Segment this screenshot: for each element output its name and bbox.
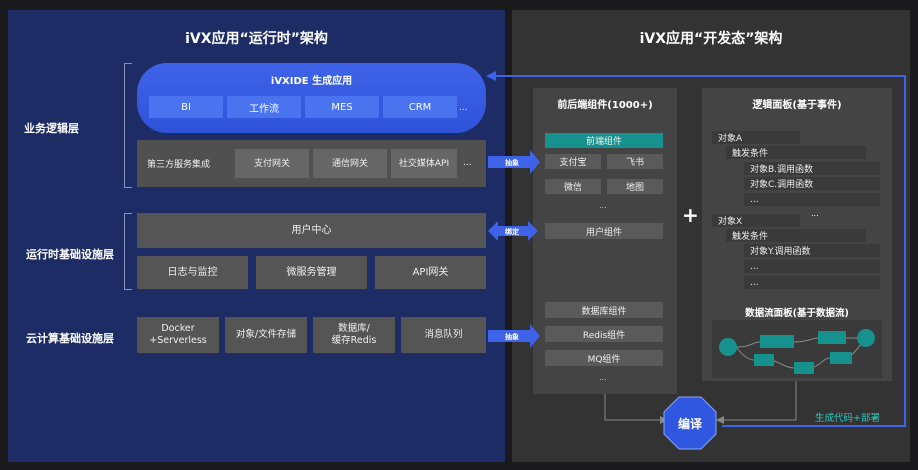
plus-sign: + bbox=[682, 203, 699, 227]
bind-arrow bbox=[488, 221, 538, 241]
components-ellipsis: ... bbox=[599, 201, 607, 210]
logic-row-ellipsis-3: ... bbox=[744, 260, 880, 273]
bracket-business bbox=[124, 63, 132, 188]
dataflow-node-2 bbox=[754, 354, 774, 366]
deploy-arrowhead bbox=[486, 71, 496, 81]
dataflow-node-4 bbox=[818, 331, 846, 344]
logic-row-object-c: 对象C.调用函数 bbox=[744, 177, 880, 190]
logic-title: 逻辑面板(基于事件) bbox=[752, 100, 842, 111]
ivxide-app-block: iVXIDE 生成应用 BI 工作流 MES CRM ... bbox=[137, 63, 486, 133]
mq-component: MQ组件 bbox=[545, 350, 663, 366]
abstract-arrow-2 bbox=[488, 324, 540, 348]
dataflow-node-3 bbox=[794, 362, 814, 374]
components-title: 前后端组件(1000+) bbox=[557, 100, 653, 111]
component-wechat: 微信 bbox=[545, 179, 601, 194]
logic-row-trigger-2: 触发条件 bbox=[726, 229, 866, 242]
logic-row-ellipsis-1: ... bbox=[744, 193, 880, 206]
dataflow-source-node bbox=[719, 338, 737, 356]
dataflow-node-5 bbox=[830, 352, 852, 364]
abstract-arrow-1 bbox=[488, 150, 540, 174]
frontend-component: 前端组件 bbox=[545, 133, 663, 148]
dataflow-sink-node bbox=[857, 329, 875, 347]
docker-serverless: Docker +Serverless bbox=[137, 317, 219, 353]
database-component: 数据库组件 bbox=[545, 302, 663, 318]
layer-label-cloud: 云计算基础设施层 bbox=[26, 332, 114, 345]
dataflow-panel bbox=[712, 320, 882, 378]
bracket-runtime bbox=[124, 213, 132, 290]
chip-mes: MES bbox=[305, 96, 379, 118]
chip-workflow: 工作流 bbox=[227, 96, 301, 118]
ivxide-title: iVXIDE 生成应用 bbox=[270, 76, 353, 87]
logic-row-object-a: 对象A bbox=[712, 131, 800, 144]
message-queue: 消息队列 bbox=[401, 317, 486, 353]
chip-bi: BI bbox=[149, 96, 223, 118]
dev-title: iVX应用“开发态”架构 bbox=[639, 31, 783, 47]
comm-gateway: 通信网关 bbox=[313, 149, 387, 178]
ide-more: ... bbox=[459, 103, 468, 113]
dataflow-title: 数据流面板(基于数据流) bbox=[745, 308, 849, 319]
microservice-mgmt: 微服务管理 bbox=[256, 256, 367, 289]
runtime-title: iVX应用“运行时”架构 bbox=[185, 31, 328, 47]
api-gateway: API网关 bbox=[375, 256, 486, 289]
compile-octagon bbox=[663, 396, 717, 450]
user-center: 用户中心 bbox=[137, 213, 486, 248]
compile-label: 编译 bbox=[677, 417, 702, 431]
layer-label-runtime: 运行时基础设施层 bbox=[26, 248, 114, 261]
chip-crm: CRM bbox=[383, 96, 457, 118]
logic-row-object-x: 对象X bbox=[712, 214, 800, 227]
user-component: 用户组件 bbox=[545, 223, 663, 239]
third-party-label: 第三方服务集成 bbox=[147, 160, 211, 170]
payment-gateway: 支付网关 bbox=[235, 149, 309, 178]
abstract-label-2: 抽象 bbox=[505, 333, 519, 341]
database-redis: 数据库/ 缓存Redis bbox=[313, 317, 395, 353]
component-map: 地图 bbox=[607, 179, 663, 194]
third-party-block: 第三方服务集成 支付网关 通信网关 社交媒体API ... bbox=[137, 140, 486, 187]
logic-row-trigger-1: 触发条件 bbox=[726, 146, 866, 159]
component-alipay: 支付宝 bbox=[545, 154, 601, 169]
deploy-line bbox=[492, 75, 906, 427]
abstract-label-1: 抽象 bbox=[505, 159, 519, 167]
layer-label-business: 业务逻辑层 bbox=[24, 122, 79, 135]
logic-row-ellipsis-2: ... bbox=[811, 209, 819, 218]
backend-ellipsis: ... bbox=[599, 373, 607, 382]
logic-row-object-y: 对象Y.调用函数 bbox=[744, 244, 880, 257]
component-feishu: 飞书 bbox=[607, 154, 663, 169]
redis-component: Redis组件 bbox=[545, 326, 663, 342]
logic-row-ellipsis-4: ... bbox=[744, 276, 880, 289]
third-party-more: ... bbox=[463, 158, 472, 168]
logging-monitoring: 日志与监控 bbox=[137, 256, 248, 289]
deploy-label: 生成代码+部署 bbox=[815, 413, 880, 424]
logic-row-object-b: 对象B.调用函数 bbox=[744, 162, 880, 175]
social-media-api: 社交媒体API bbox=[391, 149, 457, 178]
object-file-storage: 对象/文件存储 bbox=[225, 317, 307, 353]
bind-label: 绑定 bbox=[505, 228, 519, 236]
dataflow-node-1 bbox=[760, 335, 794, 348]
